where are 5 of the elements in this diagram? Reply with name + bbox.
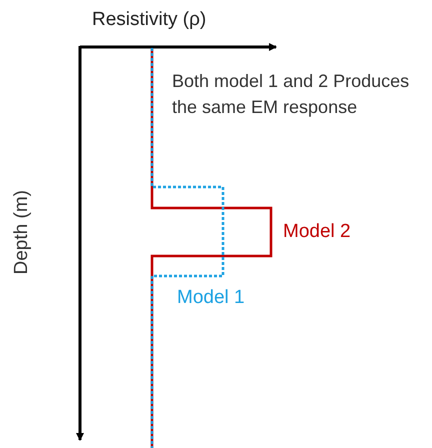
axis-title: Resistivity (ρ): [92, 8, 206, 32]
curve-label: Model 2: [283, 220, 351, 244]
axis-title: Depth (m): [10, 189, 33, 276]
curve-label: Model 1: [177, 286, 245, 310]
note-text: Both model 1 and 2 Produces the same EM response: [172, 70, 410, 119]
